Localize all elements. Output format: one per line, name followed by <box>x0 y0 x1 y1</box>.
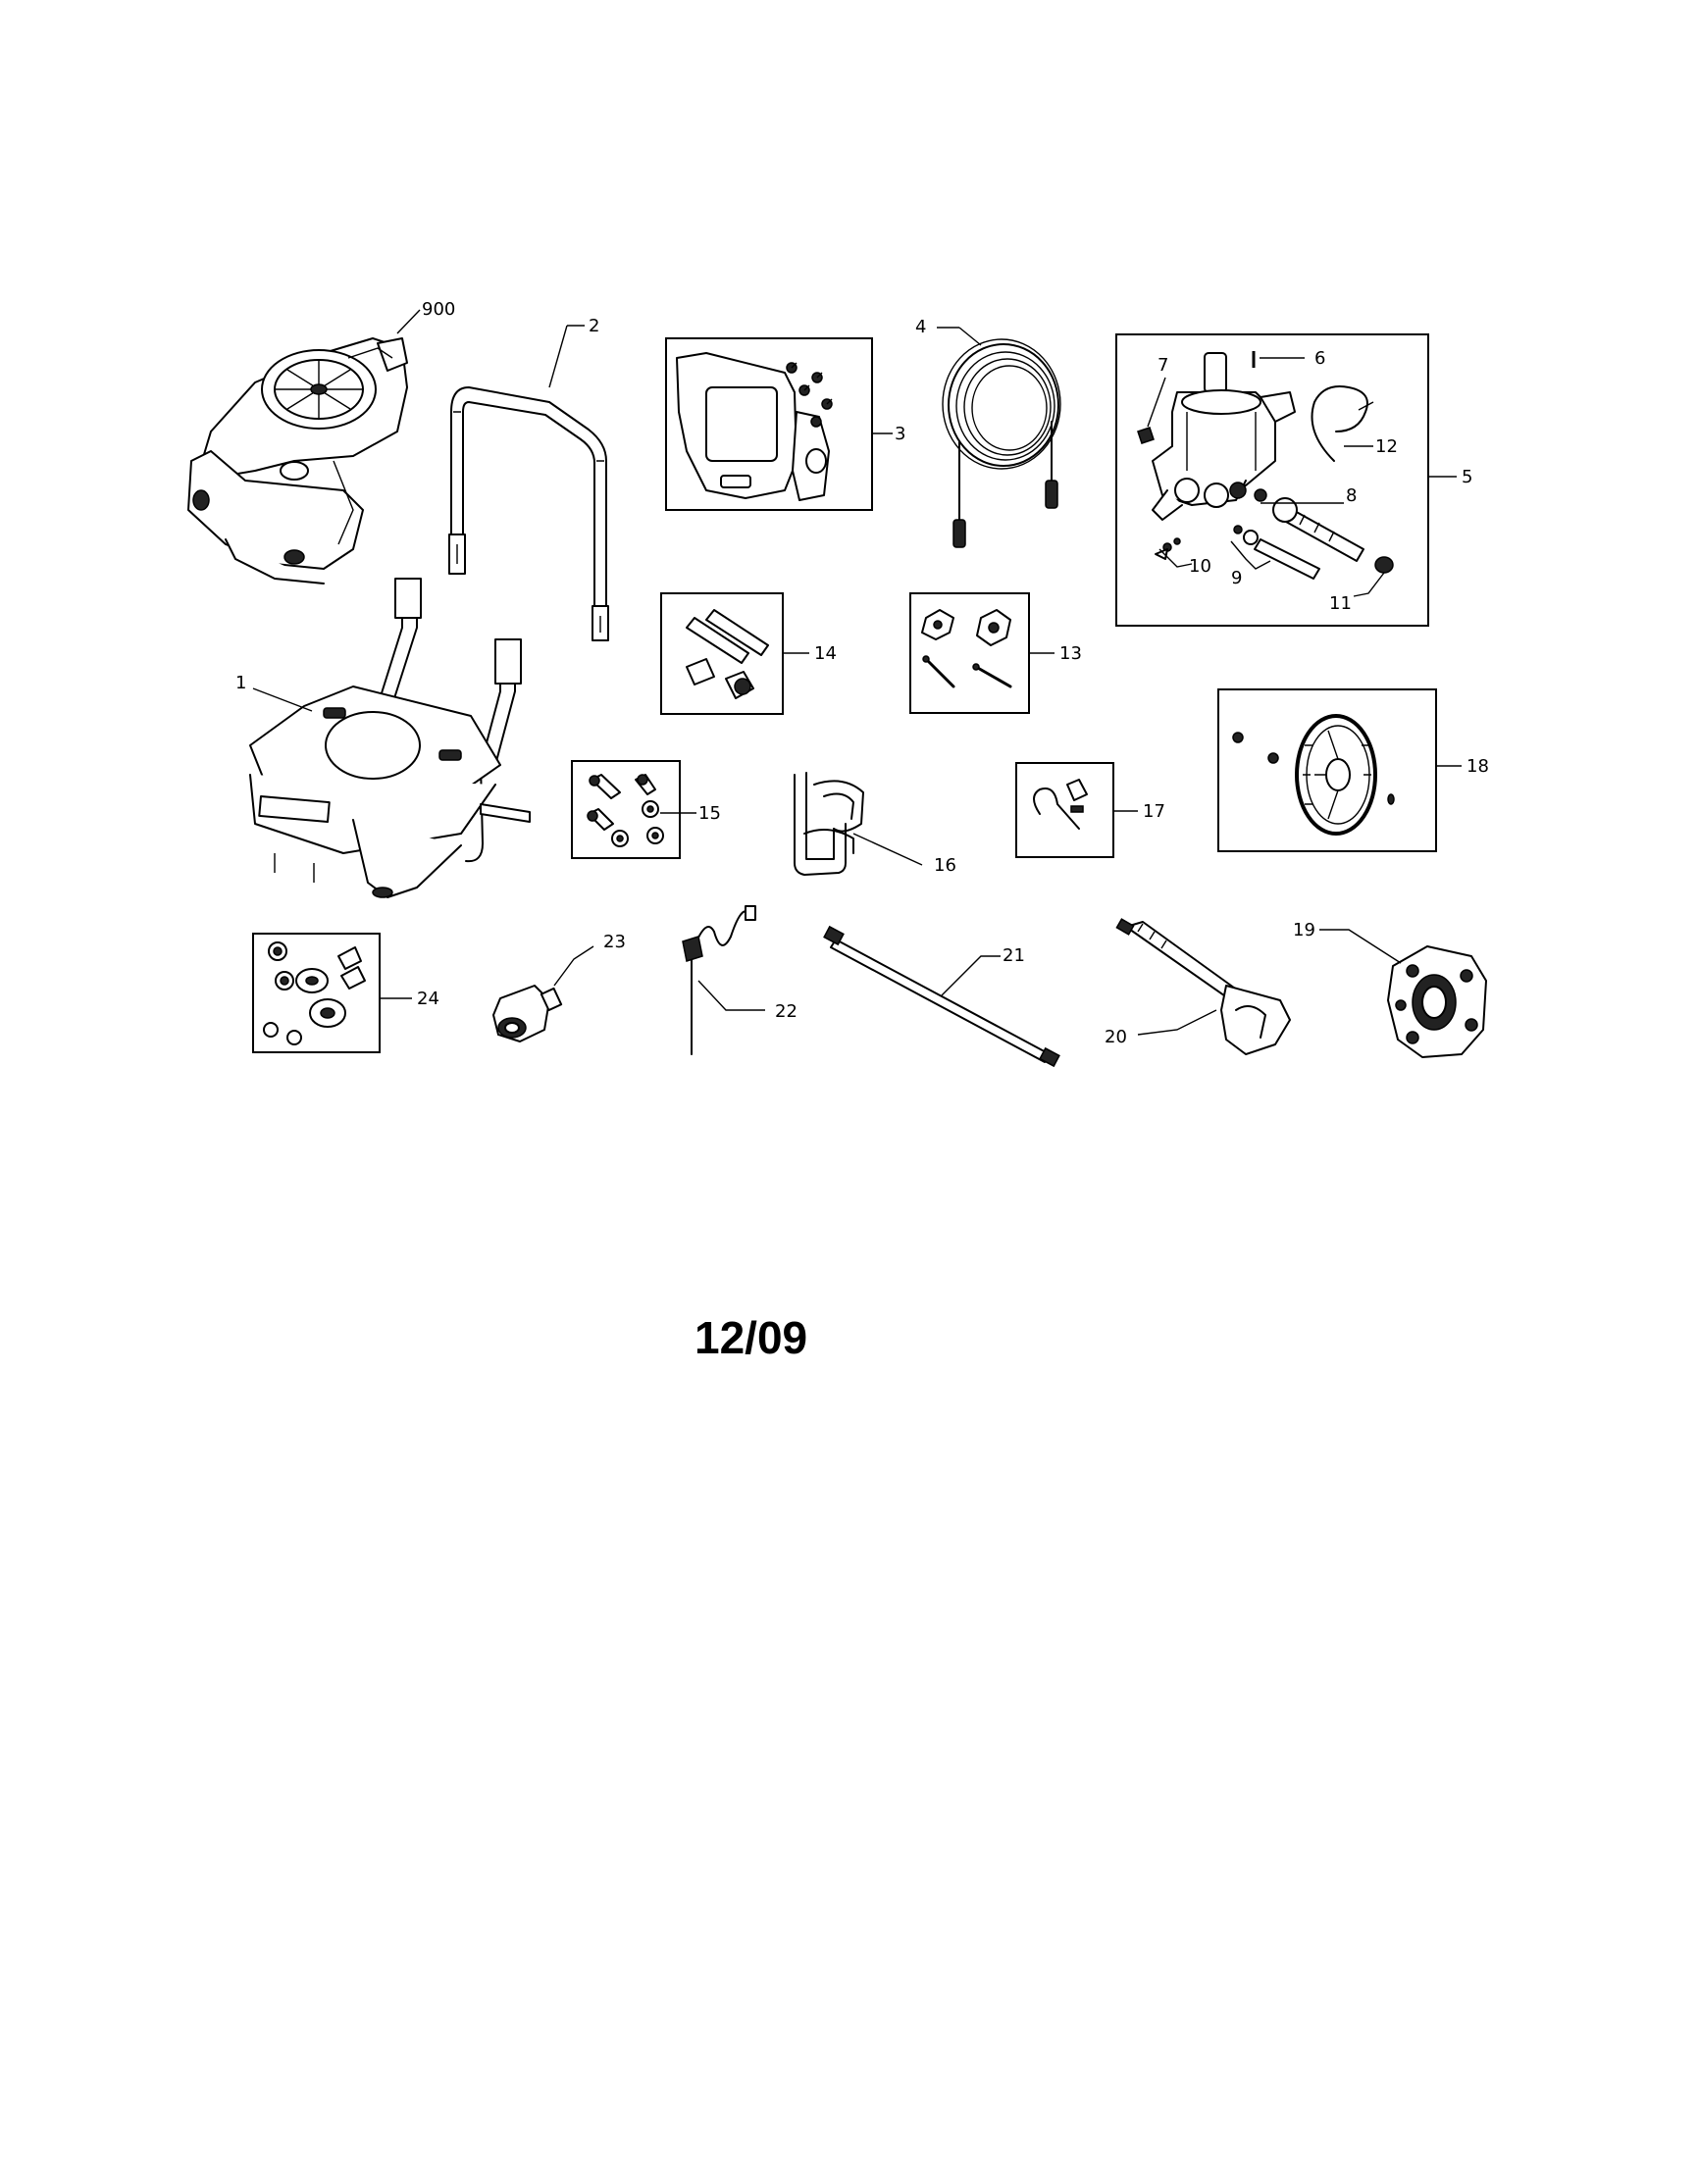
hose-part <box>942 338 1061 548</box>
leader-20 <box>1137 1009 1217 1036</box>
callout-16: 16 <box>934 855 956 876</box>
callout-9: 9 <box>1231 568 1242 588</box>
pump-box <box>1115 333 1429 627</box>
callout-24: 24 <box>417 989 439 1009</box>
callout-18: 18 <box>1466 756 1489 777</box>
leader-23 <box>553 945 594 987</box>
leader-900 <box>396 309 421 334</box>
tube-part-12 <box>1311 385 1374 462</box>
callout-5: 5 <box>1462 467 1472 487</box>
hardware-box-14 <box>660 592 784 715</box>
engine-part <box>187 337 408 584</box>
leader-21 <box>941 955 1001 996</box>
fitting-part-9 <box>1233 525 1320 580</box>
hardware-box-15 <box>571 760 681 859</box>
leader-16 <box>852 833 923 866</box>
leader-1 <box>252 687 313 712</box>
hardware-box-13 <box>909 592 1030 714</box>
hardware-box-24 <box>252 933 381 1053</box>
panel-part <box>676 352 833 501</box>
leader-2 <box>548 325 568 388</box>
fitting-part-8 <box>1254 488 1364 562</box>
pump-part <box>1152 352 1296 521</box>
holder-part-16 <box>794 772 864 876</box>
frame-part <box>249 578 531 898</box>
hardware-box-17 <box>1015 762 1114 858</box>
callout-22: 22 <box>775 1001 798 1022</box>
callout-20: 20 <box>1105 1027 1127 1047</box>
wand-part-21 <box>823 925 1060 1068</box>
callout-4: 4 <box>915 317 926 337</box>
callout-23: 23 <box>603 932 626 952</box>
callout-14: 14 <box>814 643 837 664</box>
leader-11 <box>1353 572 1385 597</box>
callout-17: 17 <box>1143 801 1165 822</box>
leader-22 <box>697 980 765 1011</box>
cap-part-11 <box>1374 556 1394 574</box>
callout-3: 3 <box>895 424 905 444</box>
callout-6: 6 <box>1314 348 1325 369</box>
callout-12: 12 <box>1375 436 1398 457</box>
callout-19: 19 <box>1293 920 1315 940</box>
plug-part-7 <box>1137 427 1155 444</box>
hardware-part-15 <box>587 774 664 847</box>
callout-1: 1 <box>235 673 246 693</box>
pin-part-17 <box>1033 779 1088 830</box>
callout-11: 11 <box>1329 593 1352 614</box>
wheel-box <box>1217 688 1437 852</box>
callout-21: 21 <box>1003 945 1025 966</box>
hardware-part-24 <box>263 941 366 1045</box>
wheel-part <box>1232 714 1395 836</box>
callout-15: 15 <box>698 803 721 824</box>
handle-part <box>448 386 609 641</box>
callout-13: 13 <box>1059 643 1082 664</box>
hose-part-22 <box>682 905 756 1055</box>
revision-date: 12/09 <box>695 1312 807 1363</box>
callout-10: 10 <box>1189 556 1211 577</box>
leader-9 <box>1230 540 1271 570</box>
leader-19 <box>1319 929 1402 964</box>
callout-900: 900 <box>422 299 455 320</box>
bracket-part-19 <box>1387 945 1487 1058</box>
leader-10 <box>1158 548 1193 568</box>
small-part-10 <box>1155 537 1181 560</box>
leader-7 <box>1147 377 1166 428</box>
nozzle-part-23 <box>492 985 563 1042</box>
callout-2: 2 <box>589 316 599 336</box>
knob-part-13 <box>921 609 1012 688</box>
leader-4 <box>958 327 982 346</box>
hardware-part-14 <box>686 609 769 699</box>
callout-7: 7 <box>1158 355 1168 376</box>
panel-box <box>665 337 873 511</box>
callout-8: 8 <box>1346 485 1357 506</box>
gun-part-20 <box>1115 918 1291 1055</box>
